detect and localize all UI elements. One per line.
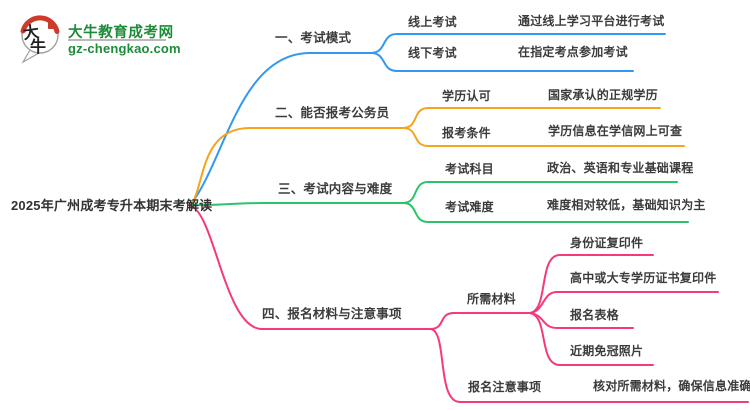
branch-4-child-2-line [429, 328, 749, 403]
branch-3-line [190, 202, 404, 207]
site-logo: 大 牛 大牛教育成考网 gz-chengkao.com [18, 12, 248, 64]
leaf-material-id-copy: 身份证复印件 [570, 236, 644, 250]
branch-2-line [190, 127, 404, 206]
leaf-online-exam-detail: 通过线上学习平台进行考试 [518, 14, 665, 28]
leaf-material-application-form: 报名表格 [570, 308, 619, 322]
leaf-offline-exam-detail: 在指定考点参加考试 [518, 45, 628, 59]
branch-3-child-1-line [402, 181, 678, 204]
leaf-exam-difficulty-detail: 难度相对较低，基础知识为主 [547, 198, 706, 212]
branch-2-child-2-line [402, 127, 685, 147]
leaf-material-diploma-copy: 高中或大专学历证书复印件 [570, 271, 717, 285]
material-item-2-line [529, 291, 719, 314]
branch-2-child-1-line [402, 107, 661, 129]
branch-3-label: 三、考试内容与难度 [278, 182, 393, 196]
logo-site-name: 大牛教育成考网 [68, 25, 174, 41]
branch-3-child-2-line [402, 202, 689, 223]
leaf-exam-subjects-detail: 政治、英语和专业基础课程 [547, 161, 694, 175]
node-online-exam-label: 线上考试 [408, 15, 457, 29]
branch-2-label: 二、能否报考公务员 [275, 106, 390, 120]
node-apply-condition-label: 报考条件 [442, 126, 491, 140]
central-topic: 2025年广州成考专升本期末考解读 [11, 198, 213, 213]
bubble-red-seal [48, 22, 55, 29]
branch-4-line [190, 205, 431, 330]
logo-divider [68, 39, 166, 41]
node-required-materials-label: 所需材料 [467, 292, 516, 306]
material-item-1-line [529, 254, 654, 314]
leaf-registration-notes-detail: 核对所需材料，确保信息准确 [593, 379, 750, 393]
node-exam-subjects-label: 考试科目 [445, 162, 494, 176]
branch-1-child-1-line [370, 33, 666, 54]
node-exam-difficulty-label: 考试难度 [445, 200, 494, 214]
bubble-char-1: 大 [22, 22, 41, 43]
leaf-material-photo: 近期免冠照片 [570, 344, 644, 358]
leaf-degree-recognition-detail: 国家承认的正规学历 [548, 88, 658, 102]
material-item-4-line [529, 312, 654, 366]
branch-4-child-1-line [429, 312, 531, 330]
branch-1-label: 一、考试模式 [275, 31, 352, 45]
branch-1-child-2-line [370, 52, 634, 72]
node-registration-notes-label: 报名注意事项 [468, 380, 542, 394]
logo-site-url: gz-chengkao.com [68, 40, 181, 56]
leaf-apply-condition-detail: 学历信息在学信网上可查 [548, 124, 683, 138]
node-degree-recognition-label: 学历认可 [442, 89, 491, 103]
bubble-char-2: 牛 [30, 37, 46, 56]
node-offline-exam-label: 线下考试 [408, 46, 457, 60]
branch-1-line [190, 52, 372, 205]
logo-bubble-icon: 大 牛 [20, 15, 60, 64]
branch-4-label: 四、报名材料与注意事项 [262, 307, 402, 321]
